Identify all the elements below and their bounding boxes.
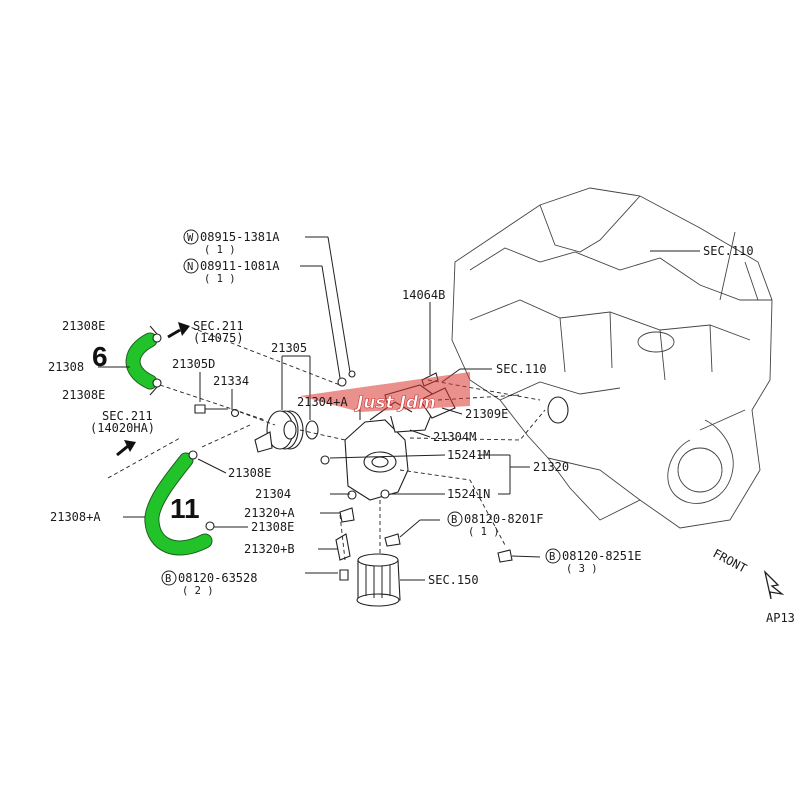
svg-text:B: B [165, 573, 171, 585]
label-08120-8251e-qty: ( 3 ) [566, 563, 598, 575]
label-21308[interactable]: 21308 [48, 360, 84, 374]
label-sec110-mid[interactable]: SEC.110 [496, 362, 547, 376]
label-15241n[interactable]: 15241N [447, 487, 490, 501]
label-front: FRONT [711, 546, 749, 575]
label-21305[interactable]: 21305 [271, 341, 307, 355]
label-08915-1381a[interactable]: 08915-1381A [200, 230, 280, 244]
label-sec110-top[interactable]: SEC.110 [703, 244, 754, 258]
oil-filter-sec150[interactable] [356, 553, 401, 607]
label-15241m[interactable]: 15241M [447, 448, 490, 462]
label-21308e-c[interactable]: 21308E [228, 466, 271, 480]
symbol-b2: B [545, 548, 561, 564]
symbol-b1: B [447, 511, 463, 527]
leader-lines [98, 236, 541, 581]
bracket-21320-b [335, 533, 351, 561]
hose-clamps [152, 333, 215, 531]
label-08120-63528[interactable]: 08120-63528 [178, 571, 257, 585]
watermark: Just Jdm [300, 372, 470, 413]
label-08911-qty: ( 1 ) [204, 273, 236, 285]
o-ring-21334 [305, 420, 319, 440]
arrow-sec211-lower [116, 440, 136, 457]
label-14064b[interactable]: 14064B [402, 288, 445, 302]
dashed-assembly-lines [107, 324, 546, 561]
oil-cooler-21305[interactable] [254, 410, 304, 453]
front-arrow [763, 569, 785, 600]
label-21320[interactable]: 21320 [533, 460, 569, 474]
label-sec211-a-code: (14075) [193, 331, 244, 345]
svg-text:N: N [187, 261, 193, 273]
label-21320-a[interactable]: 21320+A [244, 506, 295, 520]
svg-text:W: W [187, 232, 194, 244]
label-08120-8201f[interactable]: 08120-8201F [464, 512, 543, 526]
label-sec211-b-code: (14020HA) [90, 421, 155, 435]
label-sec150[interactable]: SEC.150 [428, 573, 479, 587]
label-21305d[interactable]: 21305D [172, 357, 215, 371]
label-08120-8251e[interactable]: 08120-8251E [562, 549, 641, 563]
symbol-n: N [183, 258, 199, 274]
svg-text:B: B [451, 514, 457, 526]
symbol-w: W [183, 229, 199, 245]
svg-text:B: B [549, 551, 555, 563]
label-21309e[interactable]: 21309E [465, 407, 508, 421]
label-08915-qty: ( 1 ) [204, 244, 236, 256]
label-21304-a[interactable]: 21304+A [297, 395, 348, 409]
label-21320-b[interactable]: 21320+B [244, 542, 295, 556]
callout-11: 11 [170, 493, 200, 524]
bracket-21320-a [339, 507, 355, 523]
bolt-21305d [194, 404, 240, 418]
label-21308e-a[interactable]: 21308E [62, 319, 105, 333]
watermark-text: Just Jdm [354, 393, 436, 413]
label-ref-code: AP13 [766, 611, 795, 625]
bolts-lower [339, 533, 513, 581]
label-21304m[interactable]: 21304M [433, 430, 476, 444]
hose-21308-plus-a[interactable] [144, 452, 213, 556]
label-08120-63528-qty: ( 2 ) [182, 585, 214, 597]
label-21308e-b[interactable]: 21308E [62, 388, 105, 402]
label-08120-8201f-qty: ( 1 ) [468, 526, 500, 538]
callout-6: 6 [92, 341, 108, 372]
label-21334[interactable]: 21334 [213, 374, 249, 388]
hose-21308[interactable] [125, 332, 158, 390]
label-sec211-b[interactable]: SEC.211 [102, 409, 153, 423]
arrow-sec211-upper [167, 322, 190, 339]
label-08911-1081a[interactable]: 08911-1081A [200, 259, 280, 273]
symbol-b3: B [161, 570, 177, 586]
label-21304[interactable]: 21304 [255, 487, 291, 501]
label-sec211-a[interactable]: SEC.211 [193, 319, 244, 333]
label-21308e-d[interactable]: 21308E [251, 520, 294, 534]
label-21308-a[interactable]: 21308+A [50, 510, 101, 524]
engine-block-outline [451, 187, 773, 529]
